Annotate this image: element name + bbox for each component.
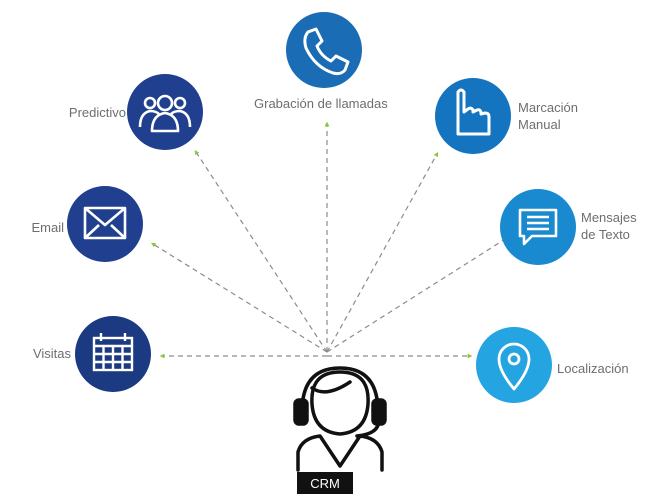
node-mensajes-circle <box>500 189 576 265</box>
crm-label-box <box>297 472 353 494</box>
finger-point-icon <box>456 88 491 136</box>
crm-agent <box>293 366 387 472</box>
node-email <box>67 186 143 262</box>
users-group-icon <box>138 94 192 133</box>
calendar-icon <box>92 333 134 372</box>
label-marcacion: Marcación Manual <box>518 100 578 132</box>
label-localizacion: Localización <box>557 361 629 376</box>
node-grabacion-circle <box>286 12 362 88</box>
node-marcacion <box>435 78 511 154</box>
connector-mensajes <box>326 234 513 353</box>
node-predictivo <box>127 74 203 150</box>
phone-icon <box>303 27 350 76</box>
connector-marcacion <box>326 151 439 353</box>
label-grabacion: Grabación de llamadas <box>254 96 388 111</box>
crm-label: CRM <box>310 476 340 491</box>
connectors <box>150 121 513 359</box>
label-visitas: Visitas <box>32 346 71 361</box>
envelope-icon <box>83 206 127 240</box>
node-grabacion <box>286 12 362 88</box>
label-mensajes: Mensajes de Texto <box>581 210 637 242</box>
connector-email <box>150 242 328 353</box>
connector-predictivo <box>194 149 328 353</box>
label-email: Email <box>31 220 64 235</box>
label-predictivo: Predictivo <box>68 105 126 120</box>
node-mensajes <box>500 189 576 265</box>
headset-icon <box>300 366 380 414</box>
node-marcacion-circle <box>435 78 511 154</box>
node-localizacion <box>476 327 552 403</box>
map-pin-icon <box>497 342 531 391</box>
chat-bubble-icon <box>518 208 558 246</box>
node-visitas <box>75 316 151 392</box>
